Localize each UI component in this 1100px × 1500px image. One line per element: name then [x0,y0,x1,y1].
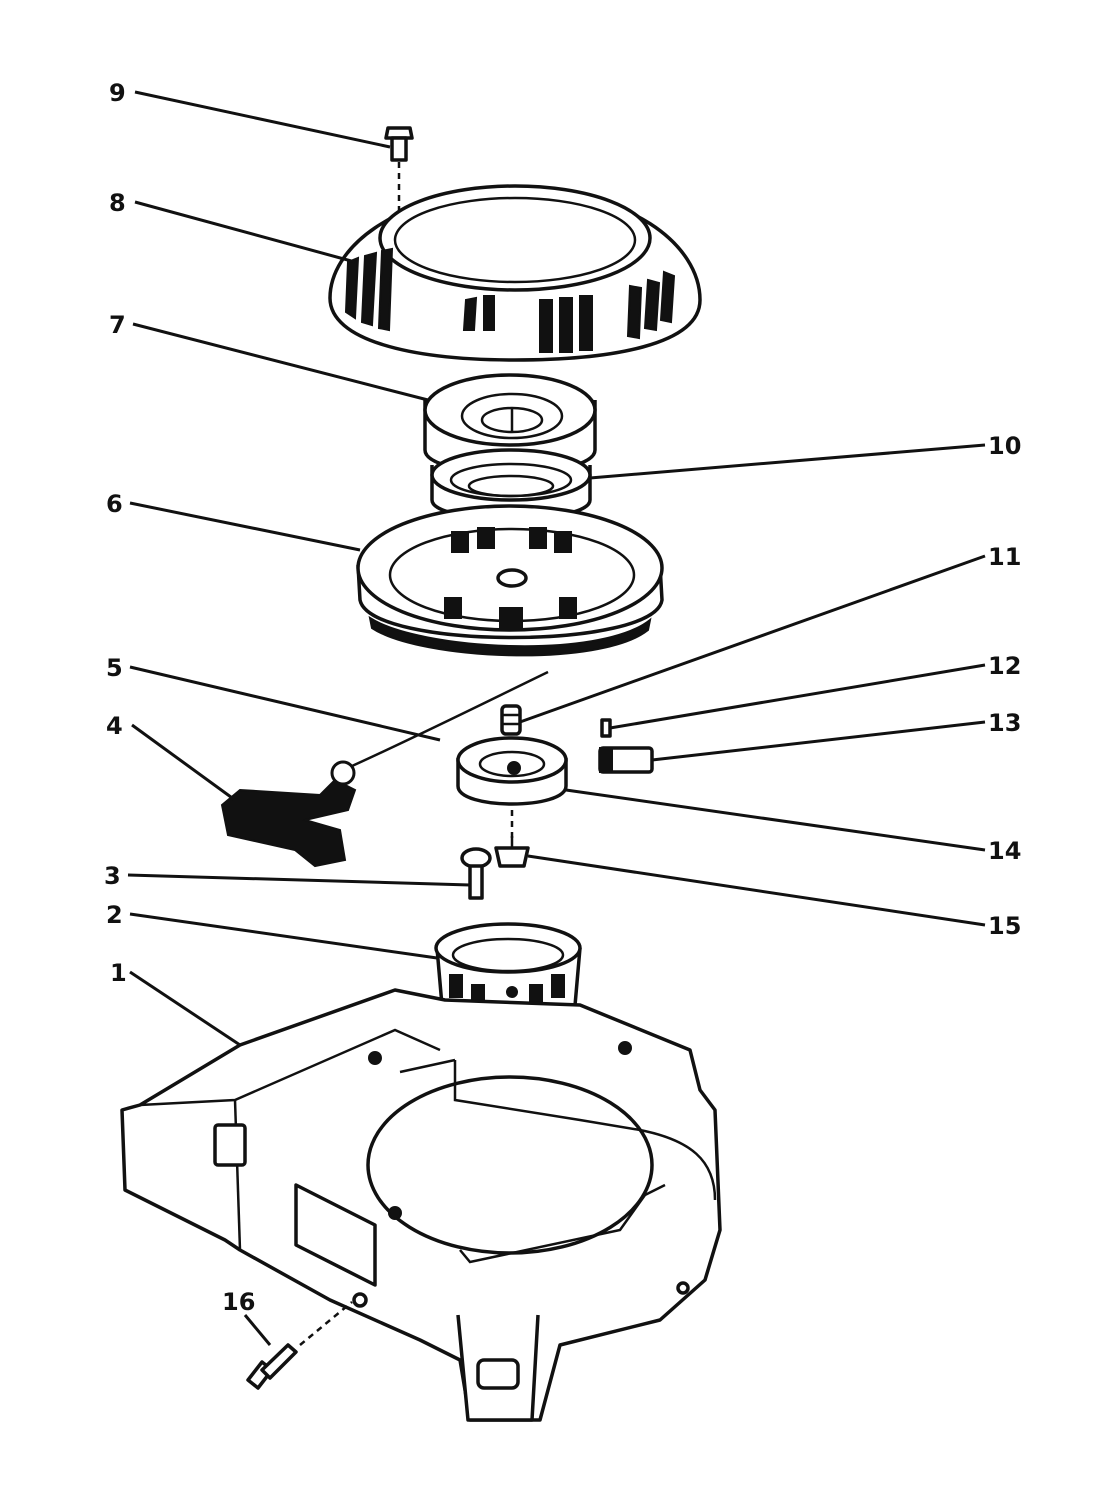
leader-2 [129,912,438,960]
callout-13: 13 [988,709,1021,737]
callout-labels: 9 8 7 10 6 11 5 12 13 4 14 3 15 2 1 16 [104,79,1021,1316]
leader-4 [131,723,236,802]
callout-16: 16 [222,1288,255,1316]
pawl-spring-part [500,704,522,736]
leader-13 [651,720,986,762]
housing-part [120,988,722,1422]
leader-9 [134,90,391,149]
callout-2: 2 [106,901,123,929]
callout-1: 1 [110,959,127,987]
callout-4: 4 [106,712,123,740]
leader-15 [527,854,986,927]
leader-16 [243,1314,272,1346]
leader-3 [127,873,471,887]
pawl-part [598,746,654,774]
leader-11 [519,554,986,724]
brake-hub-part [456,736,568,806]
leader-lines [127,90,986,1346]
callout-12: 12 [988,652,1021,680]
callout-5: 5 [106,654,123,682]
leader-14 [565,788,986,852]
center-screw-part [494,810,530,868]
callout-8: 8 [109,189,126,217]
callout-11: 11 [988,543,1021,571]
leader-6 [129,501,361,552]
leader-10 [589,443,986,480]
leader-5 [129,665,441,742]
mounting-bolt-part [246,1301,353,1390]
callout-3: 3 [104,862,121,890]
leader-12 [609,663,986,730]
starter-rope-part [351,670,549,768]
rope-pulley-part [356,504,664,657]
callout-15: 15 [988,912,1021,940]
callout-6: 6 [106,490,123,518]
callout-14: 14 [988,837,1021,865]
screw-part [460,847,492,900]
callout-9: 9 [109,79,126,107]
starter-handle-part [220,760,357,868]
leader-1 [129,970,241,1047]
callout-7: 7 [109,311,126,339]
recoil-spring-part [430,448,592,521]
leader-7 [132,322,429,402]
cover-part [328,184,702,362]
leader-8 [134,200,356,264]
pin-part [600,718,612,738]
callout-10: 10 [988,432,1021,460]
